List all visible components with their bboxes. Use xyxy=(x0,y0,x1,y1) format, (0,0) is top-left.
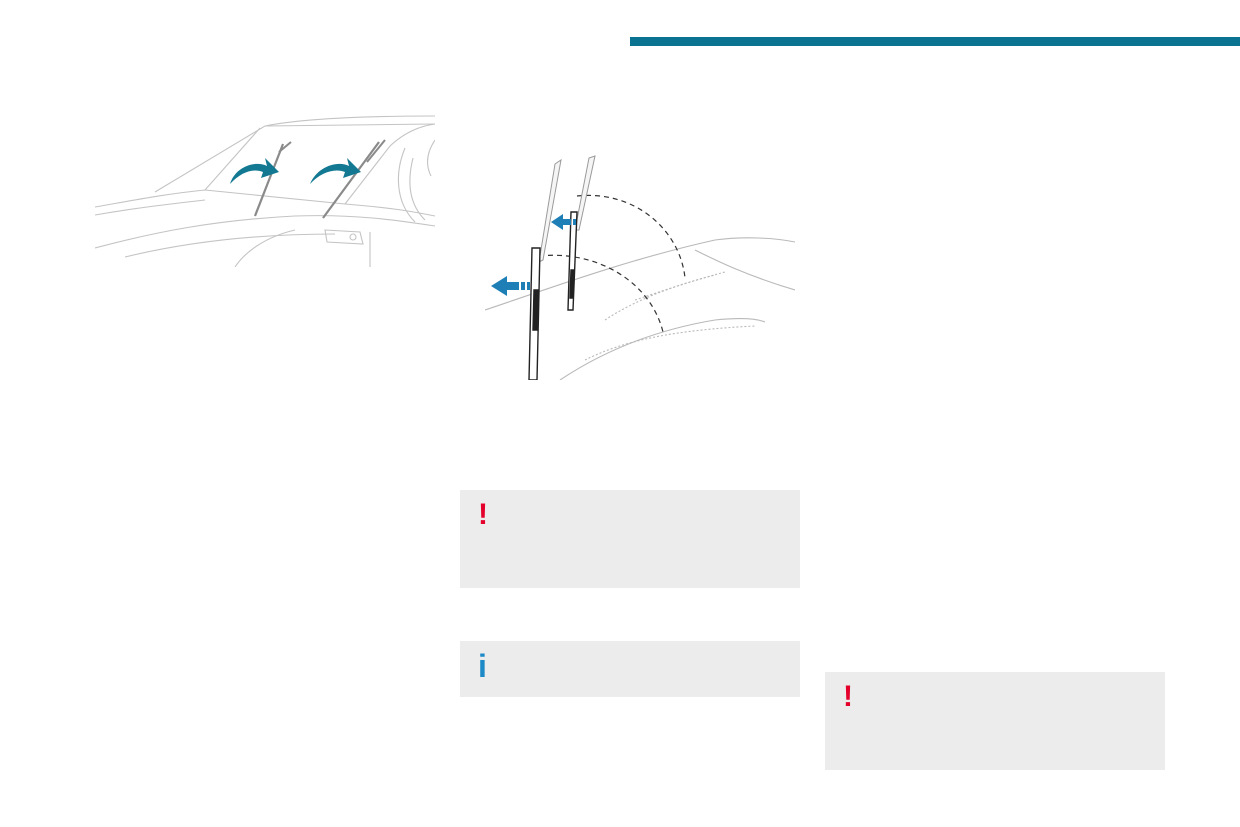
wipers-raise-illustration xyxy=(95,115,435,267)
exclamation-icon: ! xyxy=(843,680,853,713)
warning-note: ! xyxy=(825,672,1165,770)
section-header-bar xyxy=(630,37,1240,46)
info-note: i xyxy=(460,641,800,697)
info-icon: i xyxy=(478,648,487,684)
warning-note: ! xyxy=(460,490,800,588)
wiper-service-position-illustration xyxy=(485,155,795,380)
arrow-icon xyxy=(230,158,361,184)
arrow-icon xyxy=(491,214,576,296)
exclamation-icon: ! xyxy=(478,498,488,531)
